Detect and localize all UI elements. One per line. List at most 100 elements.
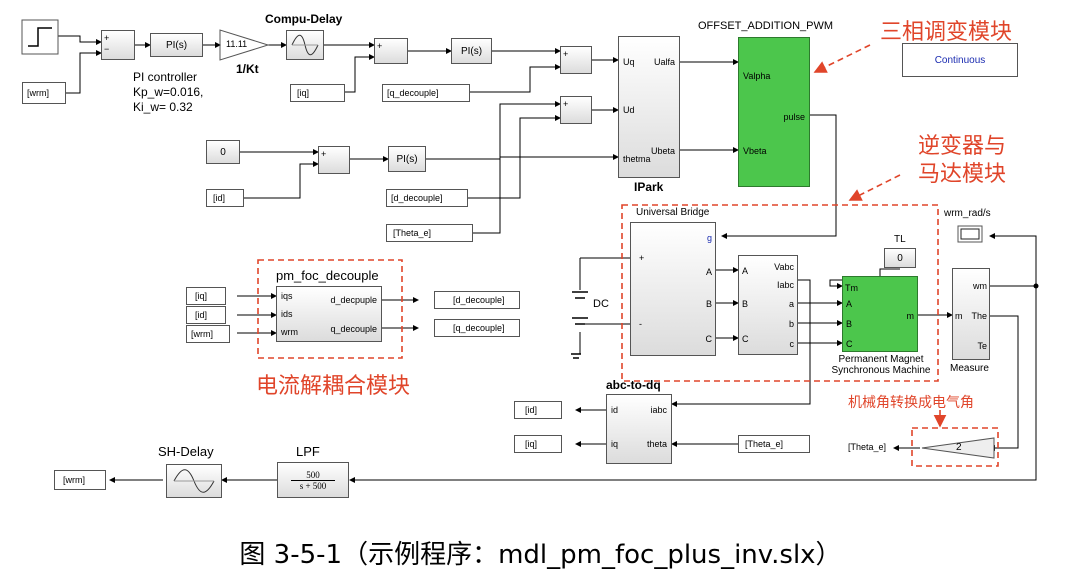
measure-label: Measure — [950, 363, 989, 374]
bridge-port-minus: - — [639, 319, 642, 329]
sum-id[interactable]: + — [318, 146, 350, 174]
pi-speed[interactable]: PI(s) — [150, 33, 203, 57]
decouple-title: pm_foc_decouple — [276, 268, 379, 283]
sum-uq[interactable]: + — [560, 46, 592, 74]
dc-label: DC — [593, 298, 609, 310]
compu-delay-label: Compu-Delay — [265, 12, 343, 26]
offset-in-valpha: Valpha — [743, 71, 771, 81]
tag-d-decouple: [d_decouple] — [386, 189, 468, 207]
vi-measurement[interactable]: A B C Vabc Iabc a b c — [738, 255, 798, 355]
bridge-port-a: A — [705, 267, 712, 277]
sh-delay-block[interactable] — [166, 464, 222, 498]
tag-id-abc: [id] — [514, 401, 562, 419]
tag-iq-abc: [iq] — [514, 435, 562, 453]
sum-speed[interactable]: + — [101, 30, 135, 60]
meas-in-b: B — [742, 299, 749, 309]
pmsm-port-a: A — [846, 299, 853, 309]
decouple-out-d: d_decpuple — [330, 295, 377, 305]
powergui-continuous[interactable]: Continuous — [902, 43, 1018, 77]
bridge-port-plus: + — [639, 253, 645, 263]
measure-out-the: The — [971, 311, 987, 321]
tag-theta-abc: [Theta_e] — [738, 435, 810, 453]
pmsm-port-c: C — [846, 339, 853, 349]
tag-q-decouple-out: [q_decouple] — [434, 319, 520, 337]
decouple-block[interactable]: iqs ids wrm d_decpuple q_decouple — [276, 286, 382, 342]
abc-in-iabc: iabc — [650, 405, 667, 415]
measure-out-te: Te — [977, 341, 987, 351]
meas-in-c: C — [742, 334, 749, 344]
annotation-inverter-1: 逆变器与 — [918, 134, 1007, 159]
tag-iq: [iq] — [290, 84, 345, 102]
ipark-label: IPark — [634, 180, 664, 194]
tag-theta-e-in: [Theta_e] — [386, 224, 473, 242]
meas-out-b: b — [788, 319, 794, 329]
bridge-port-b: B — [705, 299, 712, 309]
decouple-in-ids: ids — [281, 309, 293, 319]
tl-label: TL — [894, 234, 906, 245]
lpf-numerator: 500 — [306, 469, 320, 480]
pi-controller-note: PI controller Kp_w=0.016, Ki_w= 0.32 — [133, 70, 204, 114]
tl-const[interactable]: 0 — [884, 248, 916, 268]
lpf-denominator: s + 500 — [291, 479, 335, 491]
tag-q-decouple: [q_decouple] — [382, 84, 470, 102]
offset-title: OFFSET_ADDITION_PWM — [698, 20, 834, 32]
meas-out-a: a — [788, 299, 794, 309]
ipark-block[interactable]: Uq Ud thetma Ualfa Ubeta — [618, 36, 680, 178]
tag-id: [id] — [206, 189, 244, 207]
annotation-mech-to-elec: 机械角转换成电气角 — [848, 395, 974, 411]
tag-d-decouple-out: [d_decouple] — [434, 291, 520, 309]
gain-value: 11.11 — [226, 39, 248, 49]
offset-in-vbeta: Vbeta — [743, 146, 767, 156]
gain-label: 1/Kt — [236, 62, 259, 76]
ipark-out-ualfa: Ualfa — [653, 57, 675, 67]
abc-out-id: id — [611, 405, 619, 415]
delay-wave-icon — [291, 34, 319, 56]
tag-id-dec: [id] — [186, 306, 226, 324]
meas-out-vabc: Vabc — [774, 262, 794, 272]
figure-caption: 图 3-5-1（示例程序：mdl_pm_foc_plus_inv.slx） — [239, 540, 842, 570]
tag-wrm-in: [wrm] — [22, 82, 66, 104]
abc-to-dq-block[interactable]: id iq iabc theta — [606, 394, 672, 464]
pmsm-port-m: m — [906, 311, 915, 321]
abc-to-dq-label: abc-to-dq — [606, 378, 661, 392]
tag-wrm-dec: [wrm] — [186, 325, 230, 343]
ipark-in-uq: Uq — [623, 57, 635, 67]
annotation-decouple: 电流解耦合模块 — [256, 374, 411, 399]
offset-pwm-block[interactable]: Valpha Vbeta pulse — [738, 37, 810, 187]
annotation-three-phase: 三相调变模块 — [880, 20, 1013, 45]
tag-wrm-out: [wrm] — [54, 470, 106, 490]
lpf-label: LPF — [296, 444, 320, 459]
measure-out-wm: wm — [973, 281, 987, 291]
decouple-in-wrm: wrm — [281, 327, 298, 337]
pmsm-label: Permanent Magnet Synchronous Machine — [831, 354, 931, 376]
decouple-in-iqs: iqs — [281, 291, 293, 301]
sum-ud[interactable]: + — [560, 96, 592, 124]
universal-bridge[interactable]: g A B C + - — [630, 222, 716, 356]
bridge-port-g: g — [706, 233, 712, 243]
sum-iq[interactable]: + — [374, 38, 408, 64]
abc-in-theta: theta — [646, 439, 667, 449]
abc-out-iq: iq — [611, 439, 619, 449]
pmsm-port-tm: Tm — [845, 283, 858, 293]
pi-iq[interactable]: PI(s) — [451, 38, 492, 64]
scope-label: wrm_rad/s — [944, 208, 991, 219]
annotation-inverter-2: 马达模块 — [918, 162, 1007, 187]
bridge-port-c: C — [705, 334, 713, 344]
const-zero[interactable]: 0 — [206, 140, 240, 164]
gain2-value: 2 — [956, 442, 962, 453]
meas-out-iabc: Iabc — [776, 280, 794, 290]
pi-id[interactable]: PI(s) — [388, 146, 426, 172]
sh-delay-label: SH-Delay — [158, 444, 214, 459]
bridge-title: Universal Bridge — [636, 207, 710, 218]
tag-theta-e-out: [Theta_e] — [848, 442, 887, 452]
sum-plus: + — [104, 33, 110, 43]
measure-block[interactable]: m wm The Te — [952, 268, 990, 360]
meas-in-a: A — [742, 266, 749, 276]
lpf-block[interactable]: 500 s + 500 — [277, 462, 349, 498]
compu-delay-block[interactable] — [286, 30, 324, 60]
sum-speed-minus: − — [104, 44, 110, 54]
pmsm-block[interactable]: Tm A B C m — [842, 276, 918, 352]
meas-out-c: c — [789, 339, 795, 349]
pmsm-port-b: B — [846, 319, 853, 329]
ipark-in-theta: thetma — [623, 154, 651, 164]
